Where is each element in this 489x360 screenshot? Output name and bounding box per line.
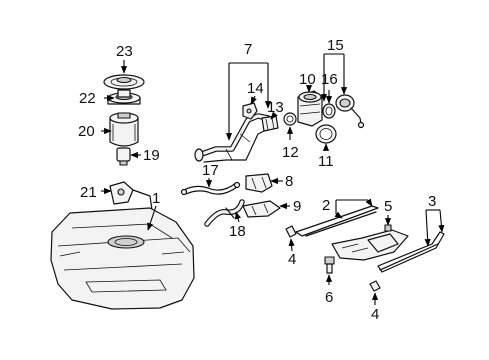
fuel-pump-retainer-ring xyxy=(103,74,145,90)
callout-23: 23 xyxy=(116,43,133,60)
strap-bolt-lower xyxy=(369,280,381,292)
callout-14: 14 xyxy=(247,80,264,97)
callout-2: 2 xyxy=(322,197,330,214)
callout-leaders xyxy=(101,53,445,305)
fuel-sender-unit xyxy=(109,181,153,211)
callout-3: 3 xyxy=(428,193,436,210)
callout-4-upper: 4 xyxy=(288,251,296,268)
callout-22: 22 xyxy=(79,90,96,107)
callout-18: 18 xyxy=(229,223,246,240)
fuel-pump-module xyxy=(109,112,139,147)
filler-o-ring xyxy=(283,112,297,126)
callout-15: 15 xyxy=(327,37,344,54)
fuel-tank xyxy=(50,207,195,310)
callout-11: 11 xyxy=(318,153,334,170)
callout-19: 19 xyxy=(143,147,160,164)
callout-4-lower: 4 xyxy=(371,306,379,323)
callout-6: 6 xyxy=(325,289,333,306)
callout-10: 10 xyxy=(299,71,316,88)
filler-seal-ring xyxy=(315,124,337,144)
callout-7: 7 xyxy=(244,41,252,58)
filler-hose-clamp xyxy=(261,115,279,132)
fuel-filler-hose xyxy=(204,199,245,227)
fuel-tank-strap-right xyxy=(377,231,445,273)
callout-13: 13 xyxy=(267,99,284,116)
callout-20: 20 xyxy=(78,123,95,140)
callout-12: 12 xyxy=(282,144,299,161)
fuel-tank-protector xyxy=(331,224,409,261)
callout-9: 9 xyxy=(293,198,301,215)
callout-21: 21 xyxy=(80,184,97,201)
fuel-pump-gasket xyxy=(107,89,141,105)
fuel-cap xyxy=(335,94,365,129)
strap-bolt-upper xyxy=(285,225,297,238)
fuel-pump xyxy=(116,147,131,166)
fuel-filler-housing xyxy=(297,90,323,127)
callout-16: 16 xyxy=(321,71,338,88)
callout-numbers: 23 22 20 19 21 1 7 14 13 12 17 8 9 18 15… xyxy=(78,37,436,323)
fuel-breather-tube xyxy=(180,181,241,196)
tank-mount-bolt xyxy=(324,256,335,274)
fuel-tank-strap-left xyxy=(295,205,379,237)
filler-gasket xyxy=(322,103,336,119)
fuel-filler-pipe xyxy=(194,113,271,163)
callout-8: 8 xyxy=(285,173,293,190)
fuel-tube-protector xyxy=(245,173,273,193)
callout-5: 5 xyxy=(384,198,392,215)
callout-17: 17 xyxy=(202,162,219,179)
callout-1: 1 xyxy=(152,190,160,207)
fuel-tube-bracket xyxy=(242,200,281,218)
